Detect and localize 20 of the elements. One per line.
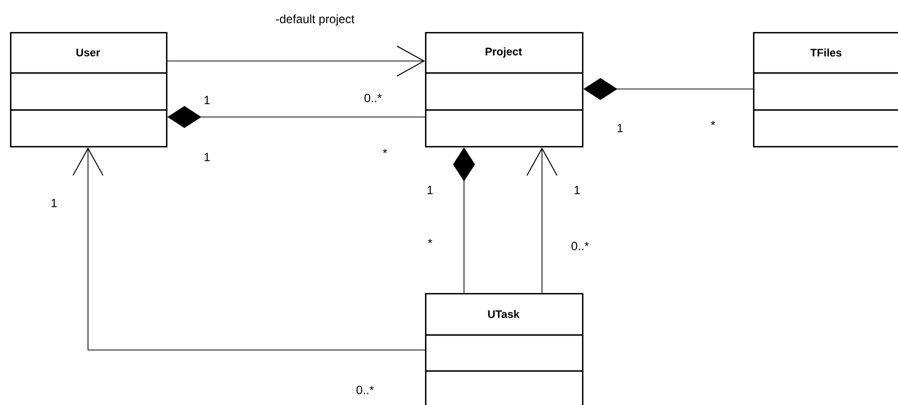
- multiplicity: 0..*: [364, 94, 382, 102]
- multiplicity: *: [710, 120, 716, 126]
- multiplicity: 1: [204, 96, 210, 104]
- multiplicity: *: [428, 238, 432, 244]
- class-box: TFiles: [753, 32, 898, 148]
- multiplicity: 0..*: [572, 242, 589, 250]
- connector: [526, 147, 558, 294]
- class-box: UTask: [425, 293, 584, 405]
- class-box: Project: [425, 32, 584, 148]
- multiplicity: 1: [428, 186, 433, 194]
- multiplicity: 1: [618, 124, 623, 132]
- multiplicity: 1: [574, 186, 580, 194]
- edge-label: -default project: [274, 13, 356, 27]
- class-box: User: [10, 32, 168, 148]
- multiplicity: 0..*: [356, 386, 374, 394]
- connector: [72, 147, 426, 350]
- multiplicity: 1: [204, 152, 210, 162]
- connector: [167, 46, 425, 76]
- multiplicity: 1: [52, 198, 57, 208]
- multiplicity: *: [382, 148, 388, 154]
